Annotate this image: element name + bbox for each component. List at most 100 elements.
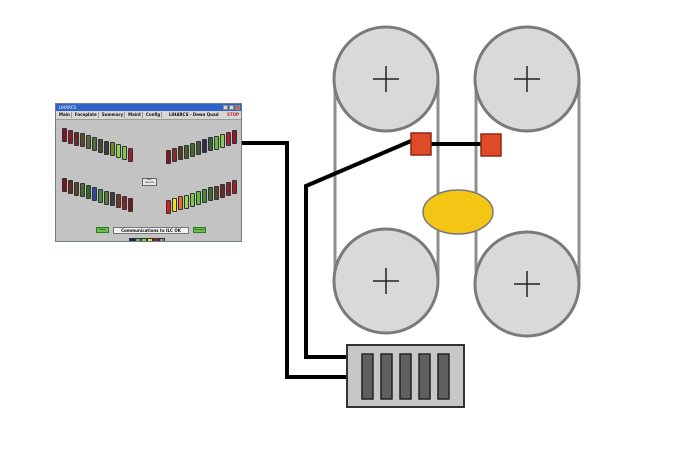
heartbeat-button[interactable]: Heartbeat — [193, 227, 206, 233]
indicator-cell — [128, 147, 133, 162]
sensor-left — [410, 132, 432, 156]
indicator-cell — [226, 182, 231, 196]
indicator-cell — [172, 198, 177, 213]
legend-swatch — [135, 238, 141, 241]
indicator-cell — [68, 179, 73, 194]
legend-swatch — [141, 238, 147, 241]
indicator-cell — [98, 138, 103, 153]
right-belt — [474, 79, 581, 281]
controller-box — [346, 344, 465, 408]
controller-slot — [437, 353, 450, 400]
roller-bottom-right — [473, 230, 581, 338]
sensor-cable — [304, 139, 412, 359]
zero-sensors-line1: ZERO — [146, 179, 153, 181]
indicator-cell — [172, 148, 177, 163]
indicator-cell — [166, 200, 171, 214]
cables — [242, 139, 491, 379]
status-row: Ready Communications to ILC OK Heartbeat — [96, 226, 206, 234]
zero-sensors-button[interactable]: ZERO SENSORS — [142, 178, 157, 186]
indicator-cell — [196, 191, 201, 205]
indicator-cell — [86, 185, 91, 200]
legend-swatch — [153, 238, 159, 241]
indicator-cell — [116, 144, 121, 159]
indicator-cell — [220, 133, 225, 148]
indicator-cell — [178, 146, 183, 161]
controller-slot — [361, 353, 374, 400]
indicator-cell — [184, 194, 189, 209]
ui-cable — [242, 141, 347, 379]
indicator-cell — [104, 190, 109, 205]
indicator-cell — [208, 187, 213, 202]
crosshair-plus-icon — [514, 66, 540, 92]
left-belt — [333, 79, 440, 281]
legend-swatch — [147, 238, 153, 241]
indicator-cell — [190, 192, 195, 207]
indicator-cell — [122, 196, 127, 210]
indicator-cell — [74, 181, 79, 196]
indicator-cell — [80, 183, 85, 198]
roller-bottom-left — [332, 227, 440, 335]
legend-swatch — [129, 238, 135, 241]
indicator-cell — [86, 135, 91, 150]
indicator-cell — [68, 129, 73, 144]
indicator-cell — [166, 150, 171, 164]
indicator-cell — [202, 139, 207, 154]
zero-sensors-line2: SENSORS — [144, 182, 155, 184]
indicator-cell — [104, 140, 109, 155]
menu-bar: Main Faceplate Summary Maint Config LIHA… — [56, 111, 241, 120]
indicator-cell — [62, 178, 67, 192]
indicator-cell — [110, 192, 115, 207]
hmi-window: LIHARCS Main Faceplate Summary Maint Con… — [55, 103, 242, 242]
roller-top-left — [332, 25, 440, 133]
indicator-cell — [220, 183, 225, 198]
controller-slot — [380, 353, 393, 400]
indicator-cell — [116, 194, 121, 209]
stop-button[interactable]: STOP — [227, 112, 239, 117]
indicator-cell — [196, 141, 201, 155]
menu-item-config[interactable]: Config — [145, 112, 163, 118]
crosshair-plus-icon — [373, 66, 399, 92]
indicator-cell — [128, 197, 133, 212]
indicator-cell — [190, 142, 195, 157]
indicator-cell — [98, 188, 103, 203]
indicator-cell — [208, 137, 213, 152]
indicator-cell — [178, 196, 183, 211]
sensor-right — [480, 133, 502, 157]
indicator-cell — [214, 185, 219, 200]
indicator-cell — [74, 131, 79, 146]
communications-status: Communications to ILC OK — [113, 226, 189, 234]
menu-item-faceplate[interactable]: Faceplate — [74, 112, 99, 118]
close-icon[interactable] — [235, 105, 240, 110]
controller-slot — [418, 353, 431, 400]
color-legend — [129, 238, 165, 241]
indicator-cell — [122, 146, 127, 160]
indicator-cell — [214, 135, 219, 150]
menu-item-main[interactable]: Main — [59, 112, 72, 118]
indicator-cell — [92, 137, 97, 151]
crosshair-plus-icon — [373, 268, 399, 294]
indicator-cell — [226, 132, 231, 146]
indicator-cell — [202, 189, 207, 204]
roller-top-right — [473, 25, 581, 133]
indicator-cell — [62, 128, 67, 142]
app-name: LIHARCS - Dewo Quad — [169, 112, 219, 117]
legend-swatch — [159, 238, 165, 241]
indicator-cell — [110, 142, 115, 157]
indicator-cell — [184, 144, 189, 159]
minimize-icon[interactable] — [223, 105, 228, 110]
window-title: LIHARCS — [59, 105, 77, 110]
menu-item-summary[interactable]: Summary — [101, 112, 126, 118]
crosshair-plus-icon — [514, 271, 540, 297]
menu-item-maint[interactable]: Maint — [128, 112, 143, 118]
ready-button[interactable]: Ready — [96, 227, 109, 233]
indicator-cell — [232, 180, 237, 195]
indicator-cell — [232, 130, 237, 145]
indicator-cell — [80, 133, 85, 148]
window-title-bar: LIHARCS — [56, 104, 241, 111]
indicator-cell — [92, 187, 97, 201]
controller-slot — [399, 353, 412, 400]
hmi-canvas: ZERO SENSORS Ready Communications to ILC… — [56, 120, 241, 241]
maximize-icon[interactable] — [229, 105, 234, 110]
yellow-target-ellipse — [422, 189, 494, 235]
